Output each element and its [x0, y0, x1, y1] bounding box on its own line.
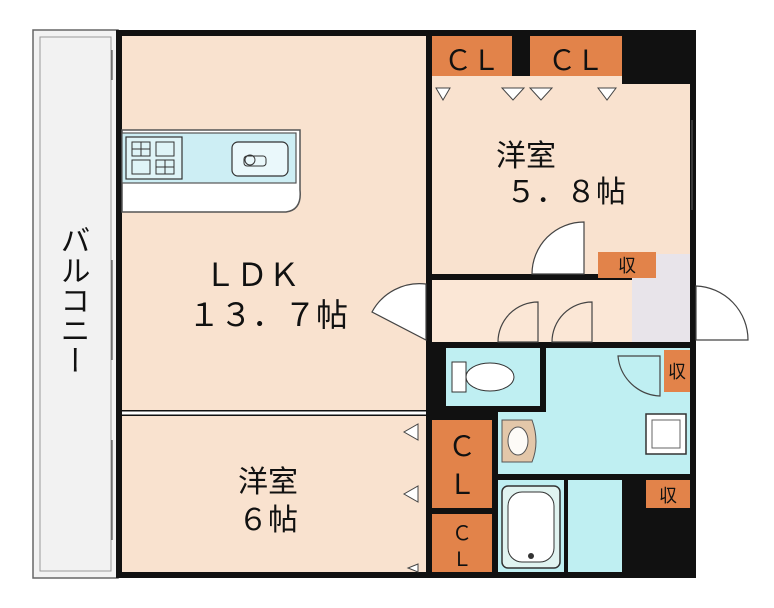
room2-size: ６帖: [238, 503, 298, 538]
storage-right-label: 収: [668, 362, 686, 383]
storage-top: [598, 252, 656, 278]
storage-bottom-label: 収: [659, 486, 677, 507]
closet-top-right: [530, 36, 622, 76]
washbasin-icon: [501, 419, 537, 463]
closet-bottom: [432, 514, 492, 572]
cl-mid-l: Ｌ: [448, 468, 476, 501]
bathtub-icon: [501, 485, 561, 569]
door-swing-icon: [371, 221, 749, 397]
closet-top-left: [432, 36, 512, 76]
room2-floor: [122, 416, 426, 572]
cl-mid-c: Ｃ: [448, 430, 476, 463]
storage-right: [664, 350, 690, 392]
ldk-size: １３．７帖: [188, 296, 348, 334]
balcony: [32, 29, 119, 579]
ldk-floor: [122, 36, 426, 410]
cl-bot-c: Ｃ: [452, 521, 472, 545]
ldk-name: ＬＤＫ: [204, 256, 300, 294]
room1-name: 洋室: [496, 139, 556, 174]
storage-bottom: [646, 480, 690, 508]
kitchen-stove-icon: [125, 136, 183, 180]
storage-top-label: 収: [618, 256, 636, 277]
room1-size: ５．８帖: [506, 175, 626, 210]
cl-bot-l: Ｌ: [452, 547, 472, 571]
room2-name: 洋室: [238, 465, 298, 500]
toilet-icon: [451, 361, 515, 393]
cl-top-right-label: ＣＬ: [548, 44, 604, 77]
washing-machine-icon: [645, 413, 687, 455]
balcony-label: バルコニー: [55, 225, 90, 375]
closet-mid: [432, 420, 492, 508]
kitchen-sink-icon: [231, 141, 289, 177]
cl-top-left-label: ＣＬ: [444, 44, 500, 77]
